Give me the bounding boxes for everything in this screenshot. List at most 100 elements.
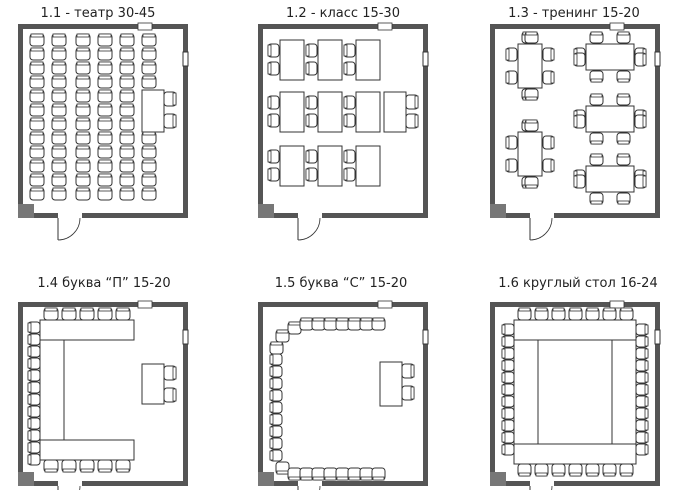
chair [616, 31, 631, 44]
chair [287, 467, 302, 481]
chair [589, 31, 604, 44]
chair-back [172, 114, 177, 128]
chair [27, 381, 41, 394]
chair [119, 89, 135, 103]
chair-back [269, 366, 274, 377]
table [317, 91, 343, 133]
chair-back [76, 173, 90, 178]
chair-back [617, 200, 630, 205]
chair [635, 431, 649, 444]
wall-bottom-right [82, 481, 188, 486]
chair [163, 113, 177, 129]
chair-back [644, 420, 649, 431]
wall-left [258, 302, 263, 486]
table [317, 145, 343, 187]
chair-back [76, 103, 90, 108]
layout-label-round-table: 1.6 круглый стол 16-24 [498, 276, 658, 291]
chair [347, 467, 362, 481]
chair [119, 103, 135, 117]
room-6 [490, 300, 661, 490]
chair-back [142, 61, 156, 66]
chair [27, 333, 41, 346]
table [513, 339, 539, 445]
chair [75, 173, 91, 187]
corner-pillar [18, 204, 34, 218]
chair-back [52, 61, 66, 66]
chair-back [617, 78, 630, 83]
chair [343, 149, 356, 164]
chair-back [27, 358, 32, 369]
chair [27, 429, 41, 442]
chair-back [550, 71, 555, 84]
wall-right-upper [655, 302, 660, 330]
wall-top [490, 24, 660, 29]
chair [79, 307, 95, 321]
chair [267, 113, 280, 128]
chair [589, 153, 604, 166]
chair [311, 467, 326, 481]
wall-top [18, 302, 188, 307]
chair-back [98, 33, 112, 38]
chair [269, 365, 283, 378]
chair [634, 114, 647, 129]
chair [585, 307, 600, 321]
layout-label-classroom: 1.2 - класс 15-30 [286, 6, 400, 21]
chair-back [590, 200, 603, 205]
table [379, 361, 403, 407]
chair-back [98, 187, 112, 192]
window [654, 51, 661, 67]
chair-back [642, 175, 647, 188]
chair-back [27, 322, 32, 333]
chair-back [343, 114, 348, 127]
chair [619, 307, 634, 321]
wall-right-upper [655, 24, 660, 52]
chair-back [573, 115, 578, 128]
chair-back [269, 354, 274, 365]
chair [542, 70, 555, 85]
wall-top [258, 24, 428, 29]
chair-back [269, 378, 274, 389]
chair [573, 52, 586, 67]
chair-back [586, 472, 599, 477]
chair-back [642, 115, 647, 128]
chair [305, 95, 318, 110]
chair [323, 467, 338, 481]
chair-back [44, 307, 58, 312]
room-2 [258, 22, 429, 241]
chair-back [603, 307, 616, 312]
chair-back [30, 47, 44, 52]
chair-back [270, 341, 283, 346]
chair [359, 467, 374, 481]
chair [343, 113, 356, 128]
chair [635, 407, 649, 420]
chair [61, 307, 77, 321]
chair-back [501, 372, 506, 383]
chair [119, 173, 135, 187]
chair [75, 47, 91, 61]
chair-back [30, 187, 44, 192]
chair-back [120, 47, 134, 52]
chair-back [372, 476, 385, 481]
chair-back [76, 187, 90, 192]
chair-back [80, 468, 94, 473]
chair-back [80, 307, 94, 312]
chair-back [348, 476, 361, 481]
chair [97, 159, 113, 173]
wall-right-upper [183, 24, 188, 52]
chair [29, 61, 45, 75]
chair [97, 173, 113, 187]
chair-back [142, 159, 156, 164]
chair-back [76, 145, 90, 150]
wall-bottom-left [490, 213, 530, 218]
chair [97, 117, 113, 131]
chair [589, 93, 604, 106]
chair [501, 431, 515, 444]
chair-back [120, 89, 134, 94]
chair-back [27, 406, 32, 417]
chair [542, 158, 555, 173]
chair-back [120, 75, 134, 80]
chair-back [525, 31, 538, 36]
chair-back [52, 75, 66, 80]
door-swing [319, 485, 321, 490]
